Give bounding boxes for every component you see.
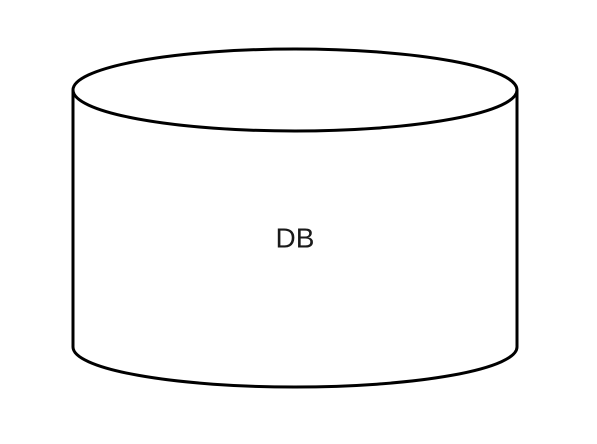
database-cylinder: DB — [71, 47, 519, 389]
cylinder-top — [71, 47, 519, 133]
cylinder-body — [71, 90, 519, 389]
database-label: DB — [276, 222, 315, 253]
